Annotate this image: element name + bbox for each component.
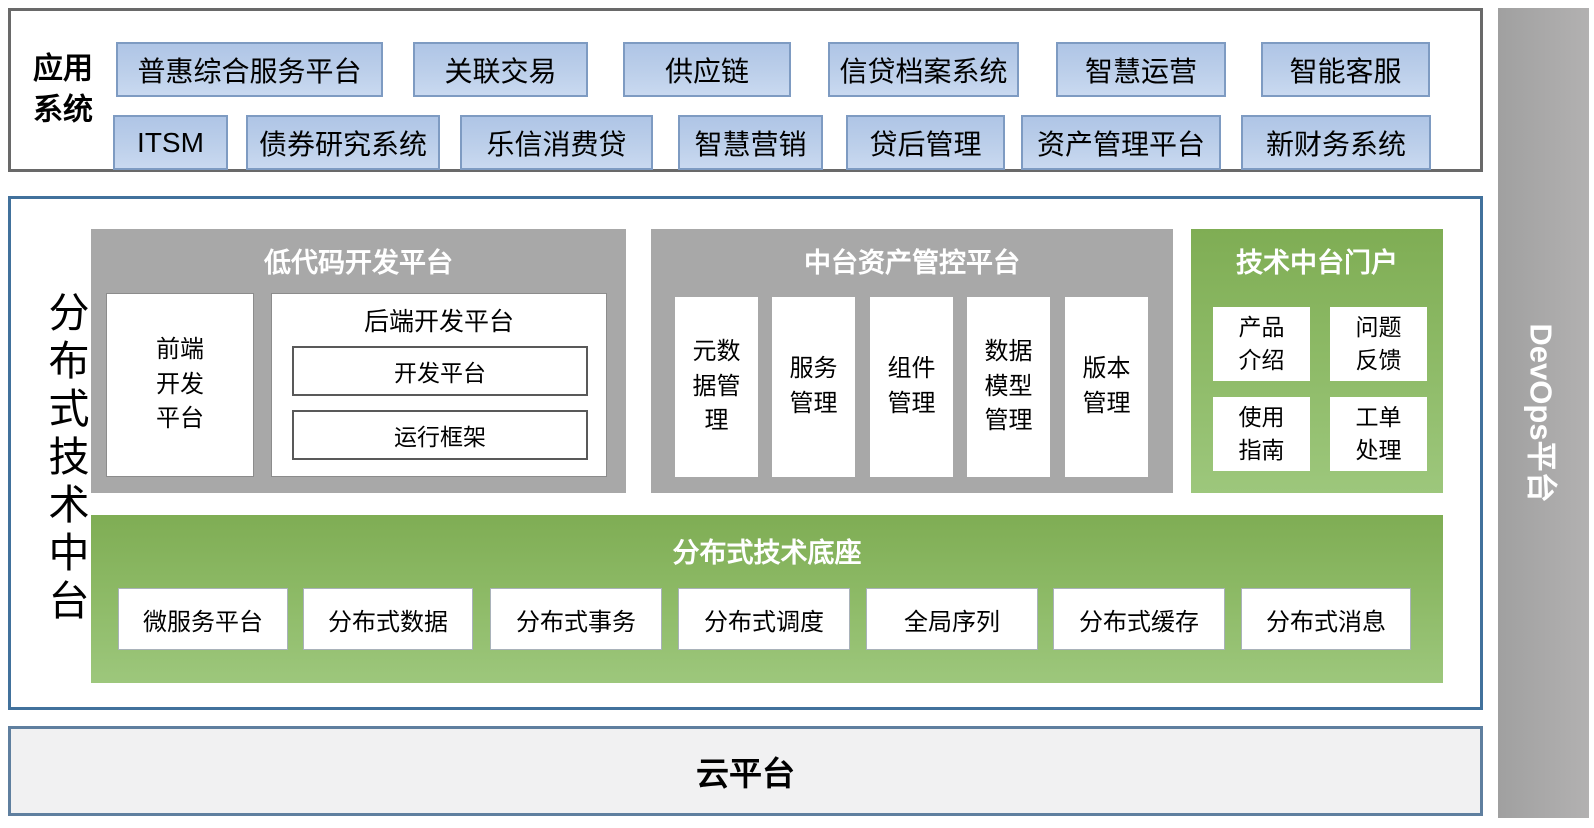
service-management-block: 服务管理 (772, 297, 855, 477)
devops-platform-label: DevOps平台 (1523, 323, 1558, 503)
app-block-smart-marketing: 智慧营销 (678, 115, 823, 170)
distributed-data-block: 分布式数据 (303, 588, 473, 650)
low-code-platform-panel: 低代码开发平台 前端开发平台 后端开发平台 开发平台 运行框架 (91, 229, 626, 493)
cloud-platform-bar: 云平台 (8, 726, 1483, 816)
app-block-supply-chain: 供应链 (623, 42, 791, 97)
app-block-asset-management-platform: 资产管理平台 (1021, 115, 1221, 170)
cloud-platform-label: 云平台 (696, 755, 795, 792)
distributed-tech-base-title: 分布式技术底座 (672, 538, 862, 568)
microservice-platform-block: 微服务平台 (118, 588, 288, 650)
application-systems-label: 应用系统 (33, 52, 93, 127)
app-block-bond-research-system: 债券研究系统 (246, 115, 440, 170)
app-block-itsm: ITSM (113, 115, 228, 170)
runtime-framework-block: 运行框架 (292, 410, 588, 460)
distributed-cache-block: 分布式缓存 (1053, 588, 1225, 650)
asset-control-platform-title: 中台资产管控平台 (804, 248, 1020, 278)
asset-control-platform-panel: 中台资产管控平台 元数据管理 服务管理 组件管理 数据模型管理 版本管理 (651, 229, 1173, 493)
app-block-new-finance-system: 新财务系统 (1241, 115, 1431, 170)
ticket-handling-block: 工单处理 (1330, 397, 1427, 471)
distributed-tech-base-panel: 分布式技术底座 微服务平台 分布式数据 分布式事务 分布式调度 全局序列 分布式… (91, 515, 1443, 683)
app-block-related-transactions: 关联交易 (413, 42, 588, 97)
frontend-dev-platform-block: 前端开发平台 (106, 293, 254, 477)
global-sequence-block: 全局序列 (866, 588, 1038, 650)
user-guide-block: 使用指南 (1213, 397, 1310, 471)
distributed-scheduling-block: 分布式调度 (678, 588, 850, 650)
tech-portal-title: 技术中台门户 (1236, 248, 1398, 278)
dev-platform-block: 开发平台 (292, 346, 588, 396)
app-block-puhui-service-platform: 普惠综合服务平台 (116, 42, 383, 97)
issue-feedback-block: 问题反馈 (1330, 307, 1427, 381)
devops-platform-bar: DevOps平台 (1498, 8, 1589, 818)
component-management-block: 组件管理 (870, 297, 953, 477)
app-block-smart-customer-service: 智能客服 (1261, 42, 1430, 97)
low-code-platform-title: 低代码开发平台 (264, 248, 453, 278)
application-systems-section: 应用系统 普惠综合服务平台 关联交易 供应链 信贷档案系统 智慧运营 智能客服 … (8, 8, 1483, 172)
app-block-post-loan-management: 贷后管理 (846, 115, 1005, 170)
data-model-management-block: 数据模型管理 (967, 297, 1050, 477)
distributed-tech-platform-section: 分布式技术中台 低代码开发平台 前端开发平台 后端开发平台 开发平台 运行框架 … (8, 196, 1483, 710)
product-intro-block: 产品介绍 (1213, 307, 1310, 381)
distributed-message-block: 分布式消息 (1241, 588, 1411, 650)
backend-dev-platform-title: 后端开发平台 (363, 308, 514, 336)
app-block-credit-archive-system: 信贷档案系统 (828, 42, 1019, 97)
app-block-lexin-consumer-loan: 乐信消费贷 (460, 115, 653, 170)
distributed-transaction-block: 分布式事务 (490, 588, 662, 650)
metadata-management-block: 元数据管理 (675, 297, 758, 477)
distributed-tech-platform-label: 分布式技术中台 (42, 291, 88, 627)
app-block-smart-operations: 智慧运营 (1056, 42, 1226, 97)
tech-portal-panel: 技术中台门户 产品介绍 问题反馈 使用指南 工单处理 (1191, 229, 1443, 493)
backend-dev-platform-block: 后端开发平台 开发平台 运行框架 (271, 293, 607, 477)
version-management-block: 版本管理 (1065, 297, 1148, 477)
